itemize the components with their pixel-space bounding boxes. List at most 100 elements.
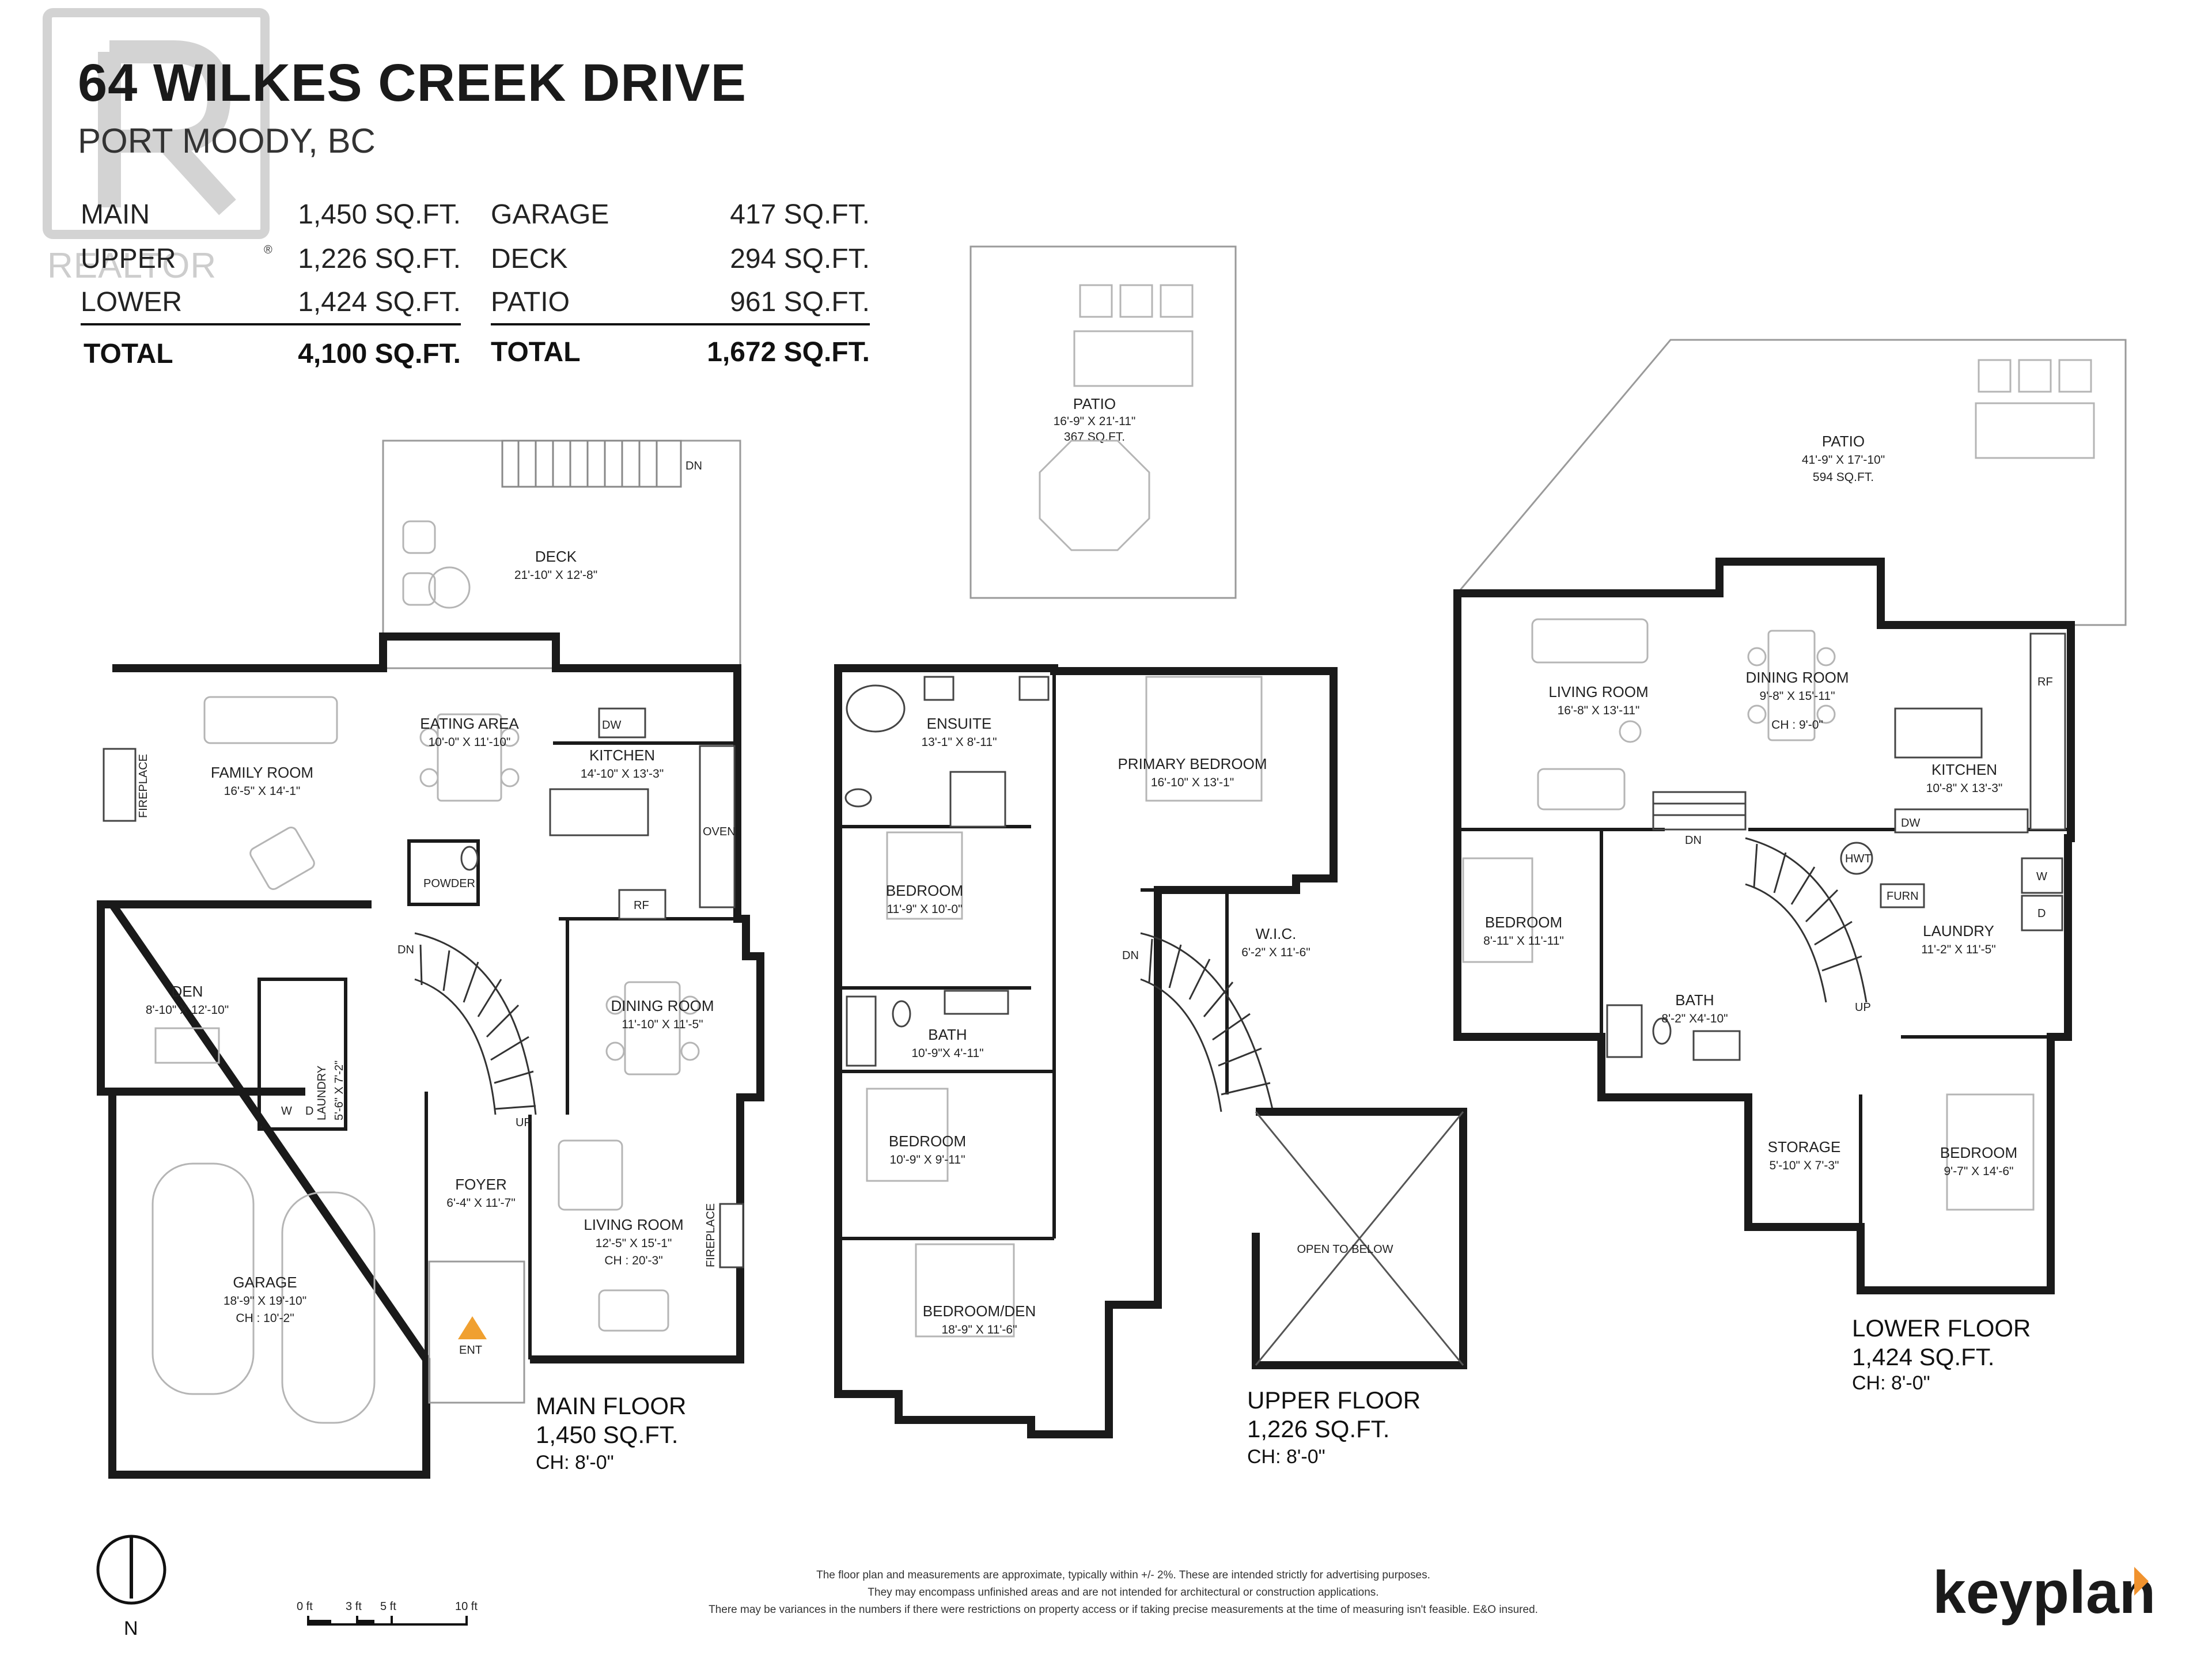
dining-table-icon bbox=[605, 981, 700, 1075]
kitchen-island bbox=[549, 788, 649, 836]
living-room-dim: 12'-5" X 15'-1" bbox=[596, 1237, 672, 1250]
lower-bath-name: BATH bbox=[1675, 991, 1714, 1009]
keyplan-accent-icon bbox=[2134, 1567, 2149, 1596]
laundry-walls bbox=[257, 978, 347, 1131]
den-name: DEN bbox=[172, 983, 203, 1000]
realtor-registered-mark: ® bbox=[264, 244, 272, 256]
disclaimer-line-3: There may be variances in the numbers if… bbox=[709, 1604, 1538, 1616]
deck-chairs-icon bbox=[402, 520, 471, 609]
garage-cars-icon bbox=[151, 1162, 376, 1424]
keyplan-wordmark: keyplan bbox=[1933, 1559, 2156, 1626]
primary-bed-icon bbox=[1145, 676, 1263, 802]
lower-floor-area: 1,424 SQ.FT. bbox=[1852, 1343, 1994, 1370]
fireplace-label: FIREPLACE bbox=[137, 754, 150, 818]
ensuite-name: ENSUITE bbox=[927, 715, 992, 732]
dryer-icon bbox=[2021, 895, 2063, 931]
living-room-name: LIVING ROOM bbox=[584, 1216, 683, 1233]
upper-bath-name: BATH bbox=[928, 1026, 967, 1043]
deck-name: DECK bbox=[535, 548, 577, 565]
kitchen-name: KITCHEN bbox=[589, 747, 655, 764]
patio-small-dim: 16'-9" X 21'-11" bbox=[1054, 415, 1136, 428]
kitchen-counter bbox=[699, 745, 736, 908]
lower-patio-lounger-icon bbox=[1975, 359, 2095, 459]
lower-kitchen-counter bbox=[2029, 632, 2066, 831]
upper-patio: PATIO 16'-9" X 21'-11" 367 SQ.FT. bbox=[969, 245, 1237, 599]
primary-bedroom-dim: 16'-10" X 13'-1" bbox=[1151, 776, 1234, 789]
lower-kitchen-island bbox=[1894, 707, 1983, 759]
lower-kitchen-name: KITCHEN bbox=[1931, 761, 1997, 778]
scale-10: 10 ft bbox=[455, 1600, 478, 1613]
area-total-label: TOTAL bbox=[84, 339, 173, 369]
storage-name: STORAGE bbox=[1768, 1138, 1841, 1156]
furnace-icon bbox=[1880, 883, 1925, 908]
hwt-label: HWT bbox=[1845, 853, 1872, 865]
area-value-deck: 294 SQ.FT. bbox=[730, 244, 870, 274]
eating-table-icon bbox=[419, 713, 520, 802]
open-to-below-walls bbox=[1154, 1083, 1467, 1369]
scale-0: 0 ft bbox=[297, 1600, 313, 1613]
dw-label: DW bbox=[602, 719, 621, 732]
upper-floor-name: UPPER FLOOR bbox=[1247, 1387, 1421, 1414]
property-address: 64 WILKES CREEK DRIVE bbox=[78, 54, 747, 112]
lower-bed1-name: BEDROOM bbox=[1485, 914, 1562, 931]
fridge-icon bbox=[618, 889, 666, 920]
lower-bed1-bed-icon bbox=[1462, 857, 1533, 963]
lower-laundry-dim: 11'-2" X 11'-5" bbox=[1921, 943, 1996, 956]
lower-kitchen-dim: 10'-8" X 13'-3" bbox=[1926, 782, 2003, 795]
area-value-upper: 1,226 SQ.FT. bbox=[298, 244, 461, 274]
family-sofa-icon bbox=[203, 696, 338, 890]
main-stair-up-label: UP bbox=[516, 1116, 532, 1129]
laundry-dim: 5'-6" X 7'-2" bbox=[333, 1060, 346, 1120]
lower-patio-dim: 41'-9" X 17'-10" bbox=[1802, 453, 1885, 467]
lower-bed2-name: BEDROOM bbox=[1940, 1144, 2017, 1161]
beddenn-bed-icon bbox=[915, 1243, 1015, 1338]
toilet-icon bbox=[460, 846, 479, 871]
lower-patio-name: PATIO bbox=[1822, 433, 1865, 450]
fireplace-2-label: FIREPLACE bbox=[704, 1203, 717, 1267]
primary-bedroom-name: PRIMARY BEDROOM bbox=[1118, 755, 1267, 772]
lower-living-dim: 16'-8" X 13'-11" bbox=[1558, 704, 1640, 717]
garage-ch: CH : 10'-2" bbox=[236, 1312, 294, 1325]
lower-dining-table-icon bbox=[1747, 630, 1836, 741]
disclaimer-line-2: They may encompass unfinished areas and … bbox=[868, 1586, 1378, 1599]
powder-walls bbox=[407, 839, 480, 906]
lower-floor-name: LOWER FLOOR bbox=[1852, 1315, 2031, 1342]
living-room-ch: CH : 20'-3" bbox=[604, 1254, 662, 1267]
main-exterior-walls bbox=[97, 632, 764, 1479]
hwt-icon bbox=[1840, 842, 1873, 875]
main-staircase-icon bbox=[414, 932, 537, 1115]
patio-small-area: 367 SQ.FT. bbox=[1064, 430, 1125, 444]
open-to-below-label: OPEN TO BELOW bbox=[1297, 1243, 1393, 1256]
ensuite-dim: 13'-1" X 8'-11" bbox=[921, 736, 997, 749]
laundry-name: LAUNDRY bbox=[316, 1066, 328, 1120]
area-value-main: 1,450 SQ.FT. bbox=[298, 199, 461, 230]
dryer-label: D bbox=[305, 1105, 313, 1118]
upper-bath-fixtures-icon bbox=[846, 990, 1009, 1067]
patio-table-icon bbox=[1039, 440, 1150, 551]
keyplan-logo: keyplan bbox=[1933, 1559, 2156, 1626]
lower-bed2-dim: 9'-7" X 14'-6" bbox=[1944, 1165, 2014, 1178]
main-floor-area: 1,450 SQ.FT. bbox=[536, 1421, 678, 1448]
disclaimer: The floor plan and measurements are appr… bbox=[709, 1569, 1538, 1616]
north-label: N bbox=[124, 1618, 138, 1639]
lower-patio-outline bbox=[1456, 339, 2127, 626]
lower-d-label: D bbox=[2037, 907, 2046, 920]
upper-exterior-walls bbox=[834, 664, 1338, 1438]
foyer-name: FOYER bbox=[455, 1176, 507, 1193]
bedroom-den-dim: 18'-9" X 11'-6" bbox=[941, 1323, 1017, 1336]
upper-bed1-dim: 11'-9" X 10'-0" bbox=[887, 903, 962, 916]
bed2-bed-icon bbox=[866, 1088, 949, 1182]
upper-bed2-name: BEDROOM bbox=[889, 1132, 966, 1150]
open-to-below-x2 bbox=[1255, 1111, 1464, 1366]
deck-stairs bbox=[501, 440, 682, 488]
lower-dining-dim: 9'-8" X 15'-11" bbox=[1759, 690, 1835, 703]
entrance-arrow-icon bbox=[458, 1316, 487, 1339]
area-total-value-2: 1,672 SQ.FT. bbox=[707, 337, 870, 368]
patio-lounger-icon bbox=[1073, 284, 1194, 387]
main-stair-dn-label: DN bbox=[397, 944, 414, 956]
upper-floor-area: 1,226 SQ.FT. bbox=[1247, 1415, 1389, 1442]
lower-stair-up-icon bbox=[1745, 837, 1868, 1003]
lower-dw-label: DW bbox=[1901, 817, 1920, 830]
entrance-label: ENT bbox=[459, 1344, 482, 1357]
